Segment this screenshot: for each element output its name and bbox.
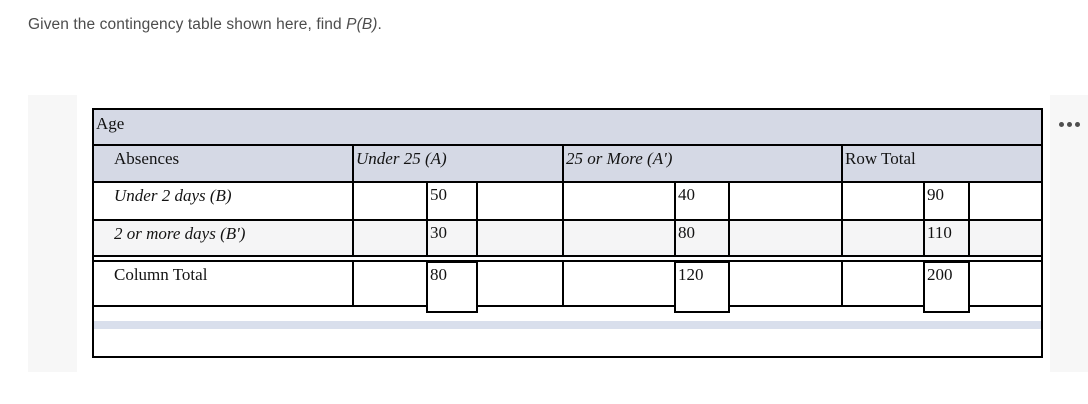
blank-cell [843, 262, 923, 305]
content-right-margin-strip [1050, 95, 1088, 372]
value-box-b-row-total: 90 [923, 183, 970, 219]
value-box-b-under25: 50 [426, 183, 478, 219]
blank-cell [730, 262, 841, 305]
blank-cell [478, 183, 562, 219]
blank-cell [354, 183, 426, 219]
column-header-absences: Absences [94, 146, 354, 181]
ellipsis-icon [1058, 121, 1064, 127]
blank-cell [478, 221, 562, 255]
question-math-expression: P(B) [346, 16, 378, 33]
value-box-total-under25: 80 [426, 261, 478, 313]
blank-cell [970, 262, 1041, 305]
question-prefix: Given the contingency table shown here, … [28, 16, 347, 33]
ellipsis-icon [1074, 121, 1080, 127]
table-row-column-total: Column Total 80 120 200 [94, 260, 1041, 313]
blank-cell [730, 221, 841, 255]
table-footer-accent-band [94, 321, 1041, 329]
question-text: Given the contingency table shown here, … [28, 16, 382, 34]
total-row-separator [94, 257, 1041, 260]
blank-cell [843, 221, 923, 255]
blank-cell [843, 183, 923, 219]
row-label-column-total: Column Total [94, 262, 354, 305]
column-header-under-25: Under 25 (A) [356, 149, 447, 168]
blank-cell [478, 262, 562, 305]
column-header-25-or-more: 25 or More (A') [566, 149, 673, 168]
table-title: Age [96, 114, 125, 133]
blank-cell [564, 221, 674, 255]
contingency-table: Age Absences Under 25 (A) 25 or More (A'… [92, 108, 1043, 358]
column-header-row-total: Row Total [845, 149, 916, 168]
table-title-row: Age [94, 110, 1041, 146]
row-label-2-or-more-days: 2 or more days (B') [94, 221, 354, 255]
blank-cell [564, 262, 674, 305]
content-left-margin-strip [28, 95, 77, 372]
more-options-button[interactable] [1055, 115, 1083, 133]
row-label-under-2-days: Under 2 days (B) [94, 183, 354, 219]
blank-cell [730, 183, 841, 219]
table-footer-strip [94, 307, 1041, 321]
value-box-total-25-or-more: 120 [674, 261, 730, 313]
value-box-total-row-total: 200 [923, 261, 970, 313]
table-row-2-or-more-days: 2 or more days (B') 30 80 110 [94, 221, 1041, 257]
ellipsis-icon [1066, 121, 1072, 127]
blank-cell [970, 221, 1041, 255]
blank-cell [354, 262, 426, 305]
value-box-bprime-under25: 30 [426, 221, 478, 255]
value-box-bprime-25-or-more: 80 [674, 221, 730, 255]
question-suffix: . [377, 16, 382, 33]
blank-cell [970, 183, 1041, 219]
value-box-bprime-row-total: 110 [923, 221, 970, 255]
table-footer-strip [94, 329, 1041, 356]
column-header-row: Absences Under 25 (A) 25 or More (A') Ro… [94, 146, 1041, 183]
table-row-under-2-days: Under 2 days (B) 50 40 90 [94, 183, 1041, 221]
value-box-b-25-or-more: 40 [674, 183, 730, 219]
blank-cell [354, 221, 426, 255]
blank-cell [564, 183, 674, 219]
